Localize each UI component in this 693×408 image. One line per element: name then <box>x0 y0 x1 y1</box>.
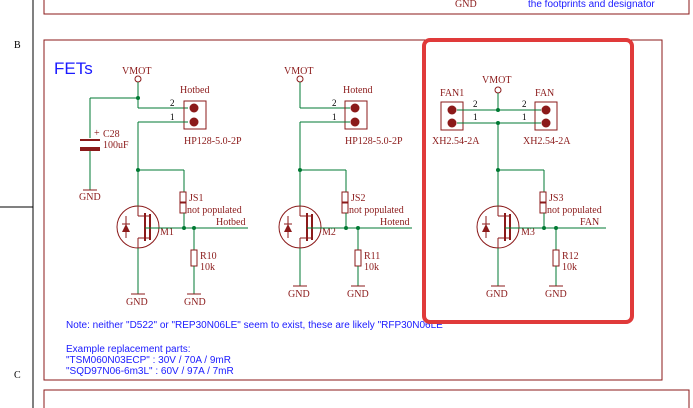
fan-resistor <box>552 249 560 267</box>
fan-connector-pin1 <box>541 118 551 128</box>
hotbed-cap-value: 100uF <box>103 140 129 151</box>
note-line-1: Note: neither "D522" or "REP30N06LE" see… <box>66 320 447 331</box>
hotend-vmot-label: VMOT <box>284 66 313 77</box>
hotend-res-value: 10k <box>364 262 379 273</box>
hotbed-gnd-fet: GND <box>126 297 148 308</box>
hotend-gnd-res: GND <box>347 289 369 300</box>
hotend-net-label: Hotend <box>380 217 409 228</box>
top-gnd-label: GND <box>455 0 477 10</box>
hotend-gnd-fet: GND <box>288 289 310 300</box>
hotbed-res-ref: R10 <box>200 251 217 262</box>
hotend-pin1-num: 1 <box>332 112 337 122</box>
hotend-fet-ref: M2 <box>322 227 336 238</box>
hotbed-conn-footprint: HP128-5.0-2P <box>184 136 242 147</box>
hotend-res-ref: R11 <box>364 251 380 262</box>
note-line-4: "SQD97N06-6m3L" : 60V / 97A / 7mR <box>66 366 234 377</box>
hotbed-cap-plus: + <box>94 128 100 139</box>
fan1-connector-pin2 <box>447 105 457 115</box>
hotbed-resistor <box>190 249 198 267</box>
fan-res-ref: R12 <box>562 251 579 262</box>
hotend-conn-footprint: HP128-5.0-2P <box>345 136 403 147</box>
hotend-connector-pin2 <box>350 103 360 113</box>
next-section-frame <box>43 389 690 408</box>
fan-pin2-num: 2 <box>522 99 527 109</box>
highlight-box <box>422 38 634 324</box>
hotbed-res-value: 10k <box>200 262 215 273</box>
border-row-c: C <box>14 370 21 381</box>
hotbed-fet-ref: M1 <box>160 227 174 238</box>
border-row-b: B <box>14 40 21 51</box>
previous-section-frame <box>43 0 690 15</box>
fan-connector-pin2 <box>541 105 551 115</box>
hotend-pin2-num: 2 <box>332 98 337 108</box>
hotbed-conn-name: Hotbed <box>180 85 209 96</box>
hotbed-gnd-res: GND <box>184 297 206 308</box>
fan-conn-footprint: XH2.54-2A <box>523 136 571 147</box>
hotbed-circuit: VMOT + C28 100uF GND Hotbed 2 1 HP128-5.… <box>79 66 248 308</box>
hotbed-jumper-ref: JS1 <box>189 193 203 204</box>
fan-res-value: 10k <box>562 262 577 273</box>
hotbed-pin1-num: 1 <box>170 112 175 122</box>
hotbed-net-label: Hotbed <box>216 217 245 228</box>
hotend-jumper-bottom <box>341 202 349 214</box>
fan1-conn-name: FAN1 <box>440 88 464 99</box>
junction <box>542 226 546 230</box>
fan-jumper-note: not populated <box>547 205 602 216</box>
hotbed-cap-ref: C28 <box>103 129 120 140</box>
hotbed-vmot-label: VMOT <box>122 66 151 77</box>
hotbed-connector-body <box>183 100 207 130</box>
hotend-jumper-ref: JS2 <box>351 193 365 204</box>
hotbed-jumper-bottom <box>179 202 187 214</box>
hotend-conn-name: Hotend <box>343 85 372 96</box>
hotend-connector-body <box>344 100 368 130</box>
fan-fet-ref: M3 <box>521 227 535 238</box>
junction <box>344 226 348 230</box>
fan1-pin2-num: 2 <box>473 99 478 109</box>
hotend-circuit: VMOT Hotend 2 1 HP128-5.0-2P JS2 not pop… <box>278 66 412 300</box>
fan1-connector-pin1 <box>447 118 457 128</box>
fan-jumper-bottom <box>539 202 547 214</box>
top-note-fragment: the footprints and designator <box>528 0 655 10</box>
hotbed-connector-pin1 <box>189 117 199 127</box>
hotend-resistor <box>354 249 362 267</box>
fan1-connector-body <box>440 101 464 131</box>
note-line-2: Example replacement parts: <box>66 344 191 355</box>
fan-gnd-fet: GND <box>486 289 508 300</box>
hotbed-pin2-num: 2 <box>170 98 175 108</box>
fan-conn-name: FAN <box>535 88 554 99</box>
fets-section-frame <box>43 39 663 381</box>
hotbed-gnd-cap: GND <box>79 192 101 203</box>
fan-jumper-ref: JS3 <box>549 193 563 204</box>
fan-net-label: FAN <box>580 217 599 228</box>
fan-pin1-num: 1 <box>522 112 527 122</box>
hotbed-connector-pin2 <box>189 103 199 113</box>
cap-plate-bottom <box>80 147 100 151</box>
fan-gnd-res: GND <box>545 289 567 300</box>
junction <box>182 226 186 230</box>
section-title: FETs <box>54 59 93 78</box>
hotbed-jumper-top <box>179 191 187 203</box>
hotend-jumper-top <box>341 191 349 203</box>
fan1-conn-footprint: XH2.54-2A <box>432 136 480 147</box>
fan-connector-body <box>534 101 558 131</box>
hotend-jumper-note: not populated <box>349 205 404 216</box>
hotend-connector-pin1 <box>350 117 360 127</box>
fan-jumper-top <box>539 191 547 203</box>
hotbed-jumper-note: not populated <box>187 205 242 216</box>
fan-vmot-label: VMOT <box>482 75 511 86</box>
fan-circuit: VMOT FAN1 2 1 XH2.54-2A FAN 2 1 XH2.54-2… <box>432 75 606 300</box>
note-line-3: "TSM060N03ECP" : 30V / 70A / 9mR <box>66 355 231 366</box>
fan1-pin1-num: 1 <box>473 112 478 122</box>
fan-vmot-symbol <box>494 86 502 94</box>
